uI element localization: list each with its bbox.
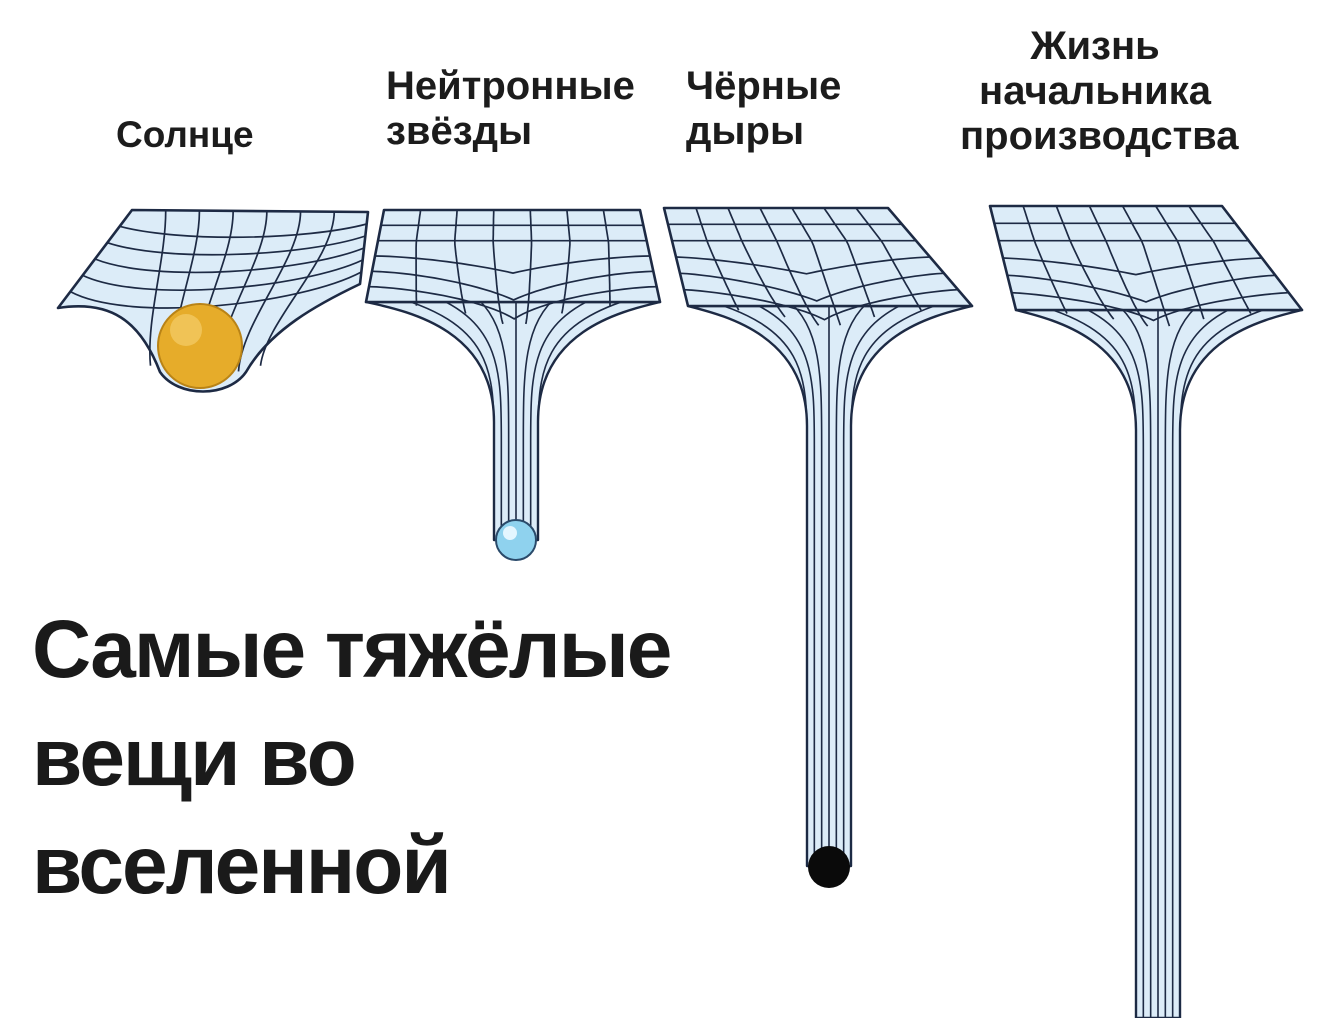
label-black-line-2: дыры [686,108,805,153]
grid-sheet [56,208,370,393]
grid-line [1164,301,1203,1018]
grid-line [759,207,820,326]
headline: Самые тяжёлые вещи во вселенной [32,596,672,921]
grid-line [453,209,467,314]
grid-line [82,259,364,291]
grid-line [683,288,959,321]
grid-line [602,209,611,306]
grid-sheet [364,208,662,304]
grid-line [842,297,918,866]
black-hole-well [662,206,974,868]
grid-line [383,293,495,540]
grid-line [427,293,503,540]
grid-line [1179,301,1291,1018]
sun-well [56,208,370,393]
grid-line [1113,301,1152,1018]
grid-line [727,207,786,318]
grid-line [1121,205,1171,327]
label-boss-life: Жизнь начальника производства [960,24,1239,158]
grid-line [119,223,367,239]
grid-line [371,270,654,301]
grid-line [524,209,533,325]
well-funnel [1014,308,1304,1018]
grid-line [740,297,816,866]
sun-ball [157,303,243,389]
neutron-star-ball [495,519,537,561]
grid-line [855,207,922,311]
grid-line [1088,205,1149,327]
grid-line [492,210,504,325]
grid-line [1007,274,1276,303]
grid-line [675,256,931,275]
headline-line-1: Самые тяжёлые [32,604,672,695]
label-neutron-line-2: звёзды [386,108,533,153]
grid-line [1154,205,1205,320]
grid-line [1171,301,1247,1018]
grid-line [415,209,422,306]
grid-line [823,207,876,318]
grid-line [791,207,842,326]
grid-line [94,247,365,274]
black-hole-ball [808,846,850,888]
grid-line [1188,205,1252,314]
grid-line [1025,301,1137,1018]
grid-line [560,209,571,314]
label-neutron-stars: Нейтронные звёзды [386,64,635,154]
label-neutron-line-1: Нейтронные [386,64,635,108]
label-boss-line-3: производства [960,113,1239,158]
label-black-line-1: Чёрные [686,64,842,108]
label-sun-line-1: Солнце [116,114,254,155]
sun-ball-highlight [170,314,202,346]
well-funnel [364,300,662,542]
grid-line [850,297,962,866]
grid-line [529,293,605,540]
label-black-holes: Чёрные дыры [686,64,841,154]
label-sun: Солнце [116,114,254,155]
grid-line [259,210,336,366]
grid-line [107,235,366,256]
grid-line [522,293,561,540]
neutron-star-highlight [503,526,517,540]
grid-line [1011,291,1289,322]
well-funnel [686,304,974,868]
grid-line [679,272,945,302]
grid-line [1055,205,1115,320]
grid-line [696,297,808,866]
grid-line [835,297,874,866]
label-boss-line-1: Жизнь [1030,24,1160,68]
grid-line [368,285,657,320]
headline-line-3: вселенной [32,820,452,912]
grid-line [149,210,167,366]
grid-line [1002,257,1263,276]
neutron-star-well [364,208,662,542]
boss-life-well [988,204,1304,1018]
headline-line-2: вещи во [32,712,357,804]
grid-line [69,271,362,309]
grid-line [537,293,649,540]
grid-line [1069,301,1145,1018]
grid-line [374,255,651,274]
grid-line [695,207,740,311]
grid-line [1022,205,1068,314]
label-boss-line-2: начальника [979,68,1211,113]
